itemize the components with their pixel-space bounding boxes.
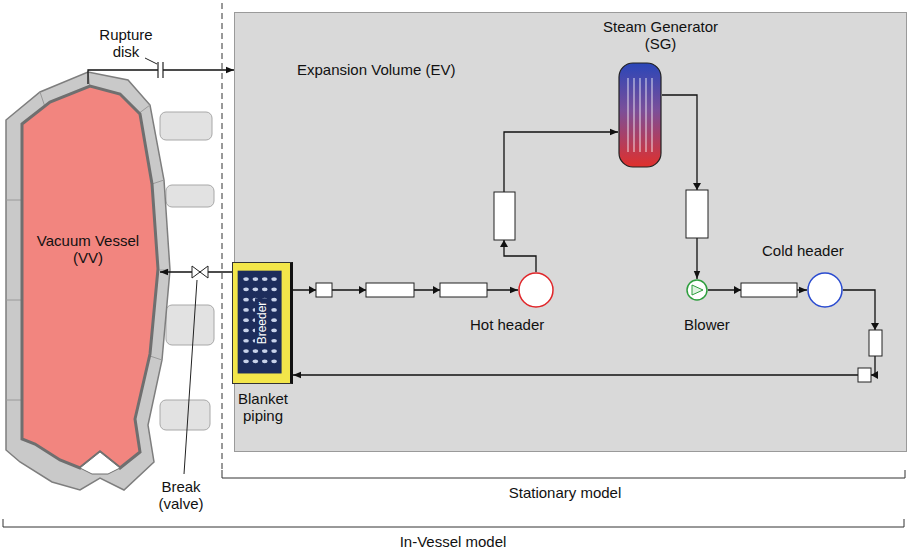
component-label: Blower [684,316,730,333]
steam-generator: Steam Generator (SG) [618,62,662,168]
text-holder: Break (valve) [148,478,214,512]
pipe-connector [504,132,618,272]
callout-label: Rupture disk [90,26,162,60]
model-boundary [222,3,223,470]
text-holder: In-Vessel model [353,533,553,550]
coil [166,185,214,207]
header-circle: Hot header [518,272,554,308]
header-circle: Cold header [807,272,843,308]
text-holder: Blower [684,316,730,333]
text-holder: Stationary model [465,484,665,501]
component-label: Steam Generator (SG) [598,18,723,52]
pipe-segment [316,190,882,382]
pipe-connector [293,290,875,375]
tokamak-shell [6,72,170,490]
text-holder: Expansion Volume (EV) [297,61,455,78]
vessel-label: Vacuum Vessel (VV) [28,232,148,266]
text-holder: Steam Generator (SG) [598,18,723,52]
valve-symbol [192,266,208,278]
coil [160,400,210,430]
blower-outline [686,279,708,301]
text-holder: Blanket piping [230,390,296,424]
blower-symbol: Blower [686,279,708,301]
bracket [222,470,905,478]
coil [160,112,212,140]
text-holder: Cold header [762,242,844,259]
pipe-connector [662,95,697,279]
breeder-label: Breeder [255,299,269,348]
bracket [3,519,904,527]
bracket-label: In-Vessel model [353,533,553,550]
callout-label: Break (valve) [148,478,214,512]
blanket-box: Breeder [232,262,293,384]
vessel-drawing [618,62,662,168]
circle-outline [807,272,843,308]
coil [166,305,214,345]
vessel-outline [18,84,160,476]
vessel-shape: Vacuum Vessel (VV) [18,84,160,476]
circle-outline [518,272,554,308]
volume-panel: Expansion Volume (EV) Steam Generator (SG… [234,12,907,452]
component-label: Cold header [762,242,844,259]
text-holder: Vacuum Vessel (VV) [28,232,148,266]
flow-arrow [309,183,879,379]
leader-line [145,58,157,64]
text-holder: Hot header [470,316,544,333]
volume-label: Expansion Volume (EV) [297,61,455,78]
leader-line [184,280,197,474]
text-holder: Breeder [255,299,269,348]
text-holder: Rupture disk [90,26,162,60]
rupture-disk-symbol [158,62,163,78]
bracket-label: Stationary model [465,484,665,501]
expansion-volume-fill [234,12,907,452]
callout-label: Blanket piping [230,390,296,424]
component-label: Hot header [470,316,544,333]
